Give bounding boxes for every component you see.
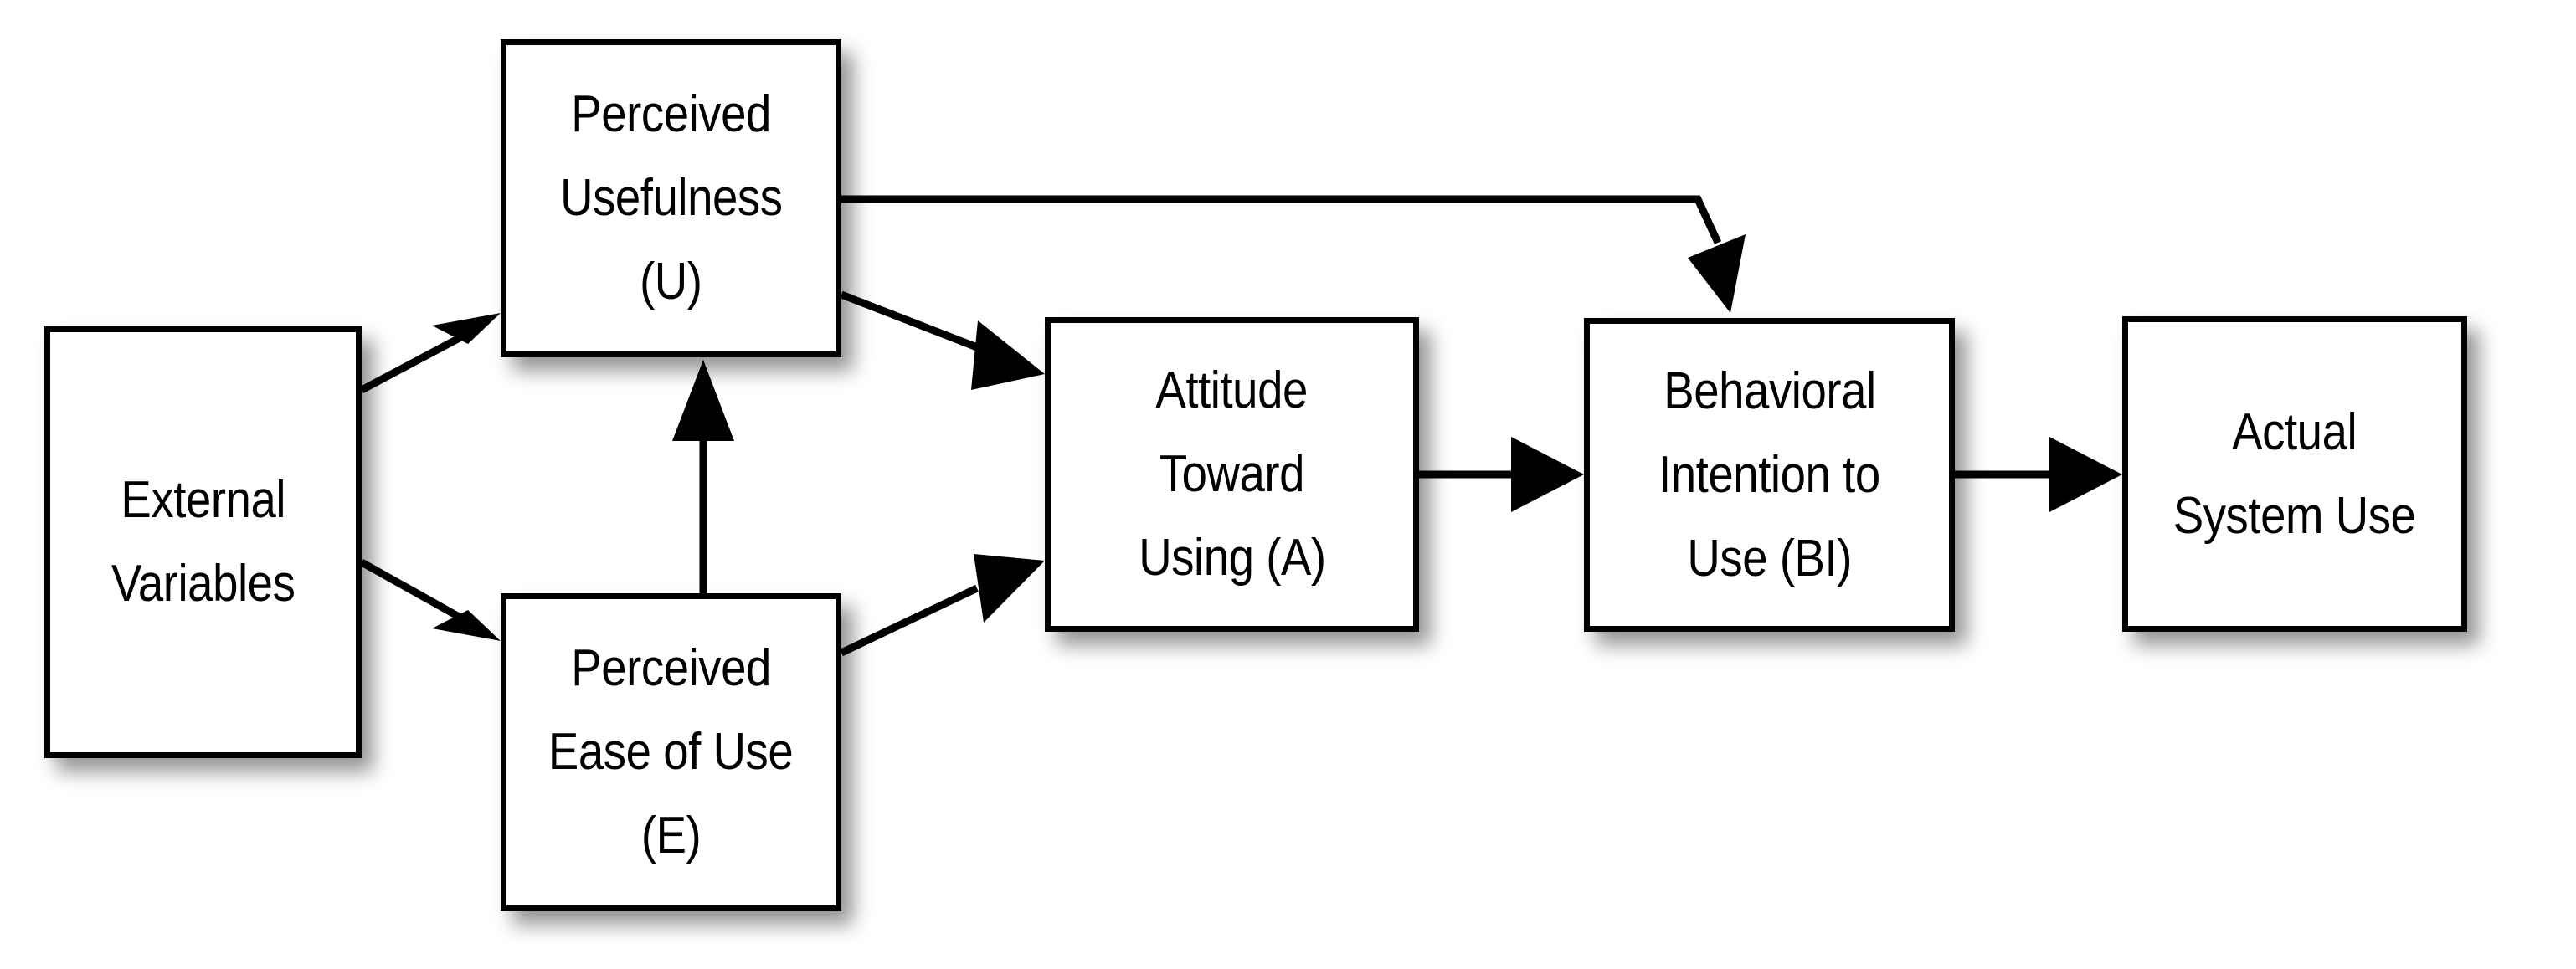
node-perceived-ease-of-use-line-3: (E) xyxy=(640,807,702,864)
node-external-variables-line-1: External xyxy=(121,471,285,529)
node-perceived-usefulness-line-1: Perceived xyxy=(571,85,771,143)
node-attitude-toward-using-line-3: Using (A) xyxy=(1138,529,1326,587)
node-perceived-ease-of-use-line-1: Perceived xyxy=(571,639,771,697)
node-perceived-usefulness[interactable]: Perceived Usefulness (U) xyxy=(501,39,841,357)
node-external-variables[interactable]: External Variables xyxy=(44,326,362,758)
edge-easeofuse-to-usefulness xyxy=(672,360,734,593)
node-external-variables-line-2: Variables xyxy=(111,555,296,613)
edge-attitude-to-intention xyxy=(1419,437,1584,512)
edge-intention-to-actualuse xyxy=(1955,437,2122,512)
edge-usefulness-to-intention xyxy=(841,195,1746,313)
node-actual-system-use-line-1: Actual xyxy=(2232,402,2357,461)
edge-easeofuse-to-attitude xyxy=(840,554,1045,657)
edge-external-to-usefulness xyxy=(359,313,501,393)
edge-usefulness-to-attitude xyxy=(840,290,1045,390)
node-perceived-usefulness-line-3: (U) xyxy=(640,253,702,310)
node-actual-system-use-line-2: System Use xyxy=(2173,486,2416,545)
node-perceived-ease-of-use-line-2: Ease of Use xyxy=(548,723,794,781)
node-behavioral-intention-to-use-line-3: Use (BI) xyxy=(1687,529,1852,587)
node-actual-system-use[interactable]: Actual System Use xyxy=(2122,316,2467,632)
node-attitude-toward-using-line-1: Attitude xyxy=(1155,361,1309,419)
node-behavioral-intention-to-use-line-1: Behavioral xyxy=(1663,361,1876,420)
node-behavioral-intention-to-use[interactable]: Behavioral Intention to Use (BI) xyxy=(1584,318,1955,632)
node-behavioral-intention-to-use-line-2: Intention to xyxy=(1658,445,1880,504)
edge-external-to-easeofuse xyxy=(359,559,501,641)
node-attitude-toward-using-line-2: Toward xyxy=(1159,445,1305,503)
node-perceived-ease-of-use[interactable]: Perceived Ease of Use (E) xyxy=(501,593,841,911)
node-attitude-toward-using[interactable]: Attitude Toward Using (A) xyxy=(1045,317,1419,632)
node-perceived-usefulness-line-2: Usefulness xyxy=(559,169,783,227)
